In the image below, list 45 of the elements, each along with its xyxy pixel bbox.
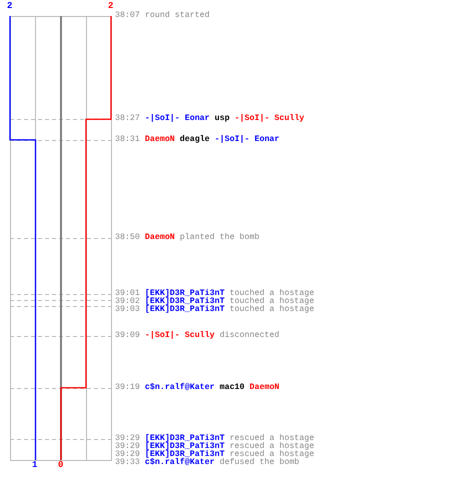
timestamp: 39:29 [115,451,140,459]
timestamp: 39:29 [115,435,140,443]
player-name: [EKK]D3R_PaTi3nT [144,306,225,314]
player-name: [EKK]D3R_PaTi3nT [144,298,225,306]
timestamp: 39:01 [115,290,140,298]
event-text: rescued a hostage [230,435,314,443]
player-name: DaemoN [144,234,175,242]
event-text: planted the bomb [180,234,260,242]
event-text: touched a hostage [230,298,314,306]
player-name: [EKK]D3R_PaTi3nT [144,451,225,459]
timestamp: 39:33 [115,459,140,467]
weapon-name: usp [214,115,230,123]
event-text: rescued a hostage [230,451,314,459]
player-name: DaemoN [250,384,280,392]
event-text: defused the bomb [220,459,300,467]
weapon-name: mac10 [220,384,245,392]
player-name: -|SoI|- Eonar [144,115,210,123]
player-name: [EKK]D3R_PaTi3nT [144,290,225,298]
player-name: [EKK]D3R_PaTi3nT [144,443,225,451]
player-name: -|SoI|- Scully [234,115,304,123]
timestamp: 38:27 [115,115,140,123]
timestamp: 39:29 [115,443,140,451]
timestamp: 39:02 [115,298,140,306]
player-name: c$n.ralf@Kater [144,384,215,392]
count-label: 0 [58,460,64,470]
count-label: 2 [108,1,114,11]
player-name: [EKK]D3R_PaTi3nT [144,435,225,443]
timestamp: 39:19 [115,384,140,392]
timestamp: 38:07 [115,12,140,20]
player-name: -|SoI|- Scully [144,332,215,340]
weapon-name: deagle [180,136,210,144]
event-text: disconnected [220,332,280,340]
count-label: 2 [7,1,12,11]
player-name: c$n.ralf@Kater [144,459,215,467]
count-label: 1 [32,460,38,470]
event-text: rescued a hostage [230,443,314,451]
timestamp: 38:31 [115,136,140,144]
player-name: -|SoI|- Eonar [214,136,280,144]
player-name: DaemoN [144,136,175,144]
timestamp: 38:50 [115,234,140,242]
event-text: touched a hostage [230,290,314,298]
timestamp: 39:09 [115,332,140,340]
timestamp: 39:03 [115,306,140,314]
event-text: round started [144,12,210,20]
event-text: touched a hostage [230,306,314,314]
